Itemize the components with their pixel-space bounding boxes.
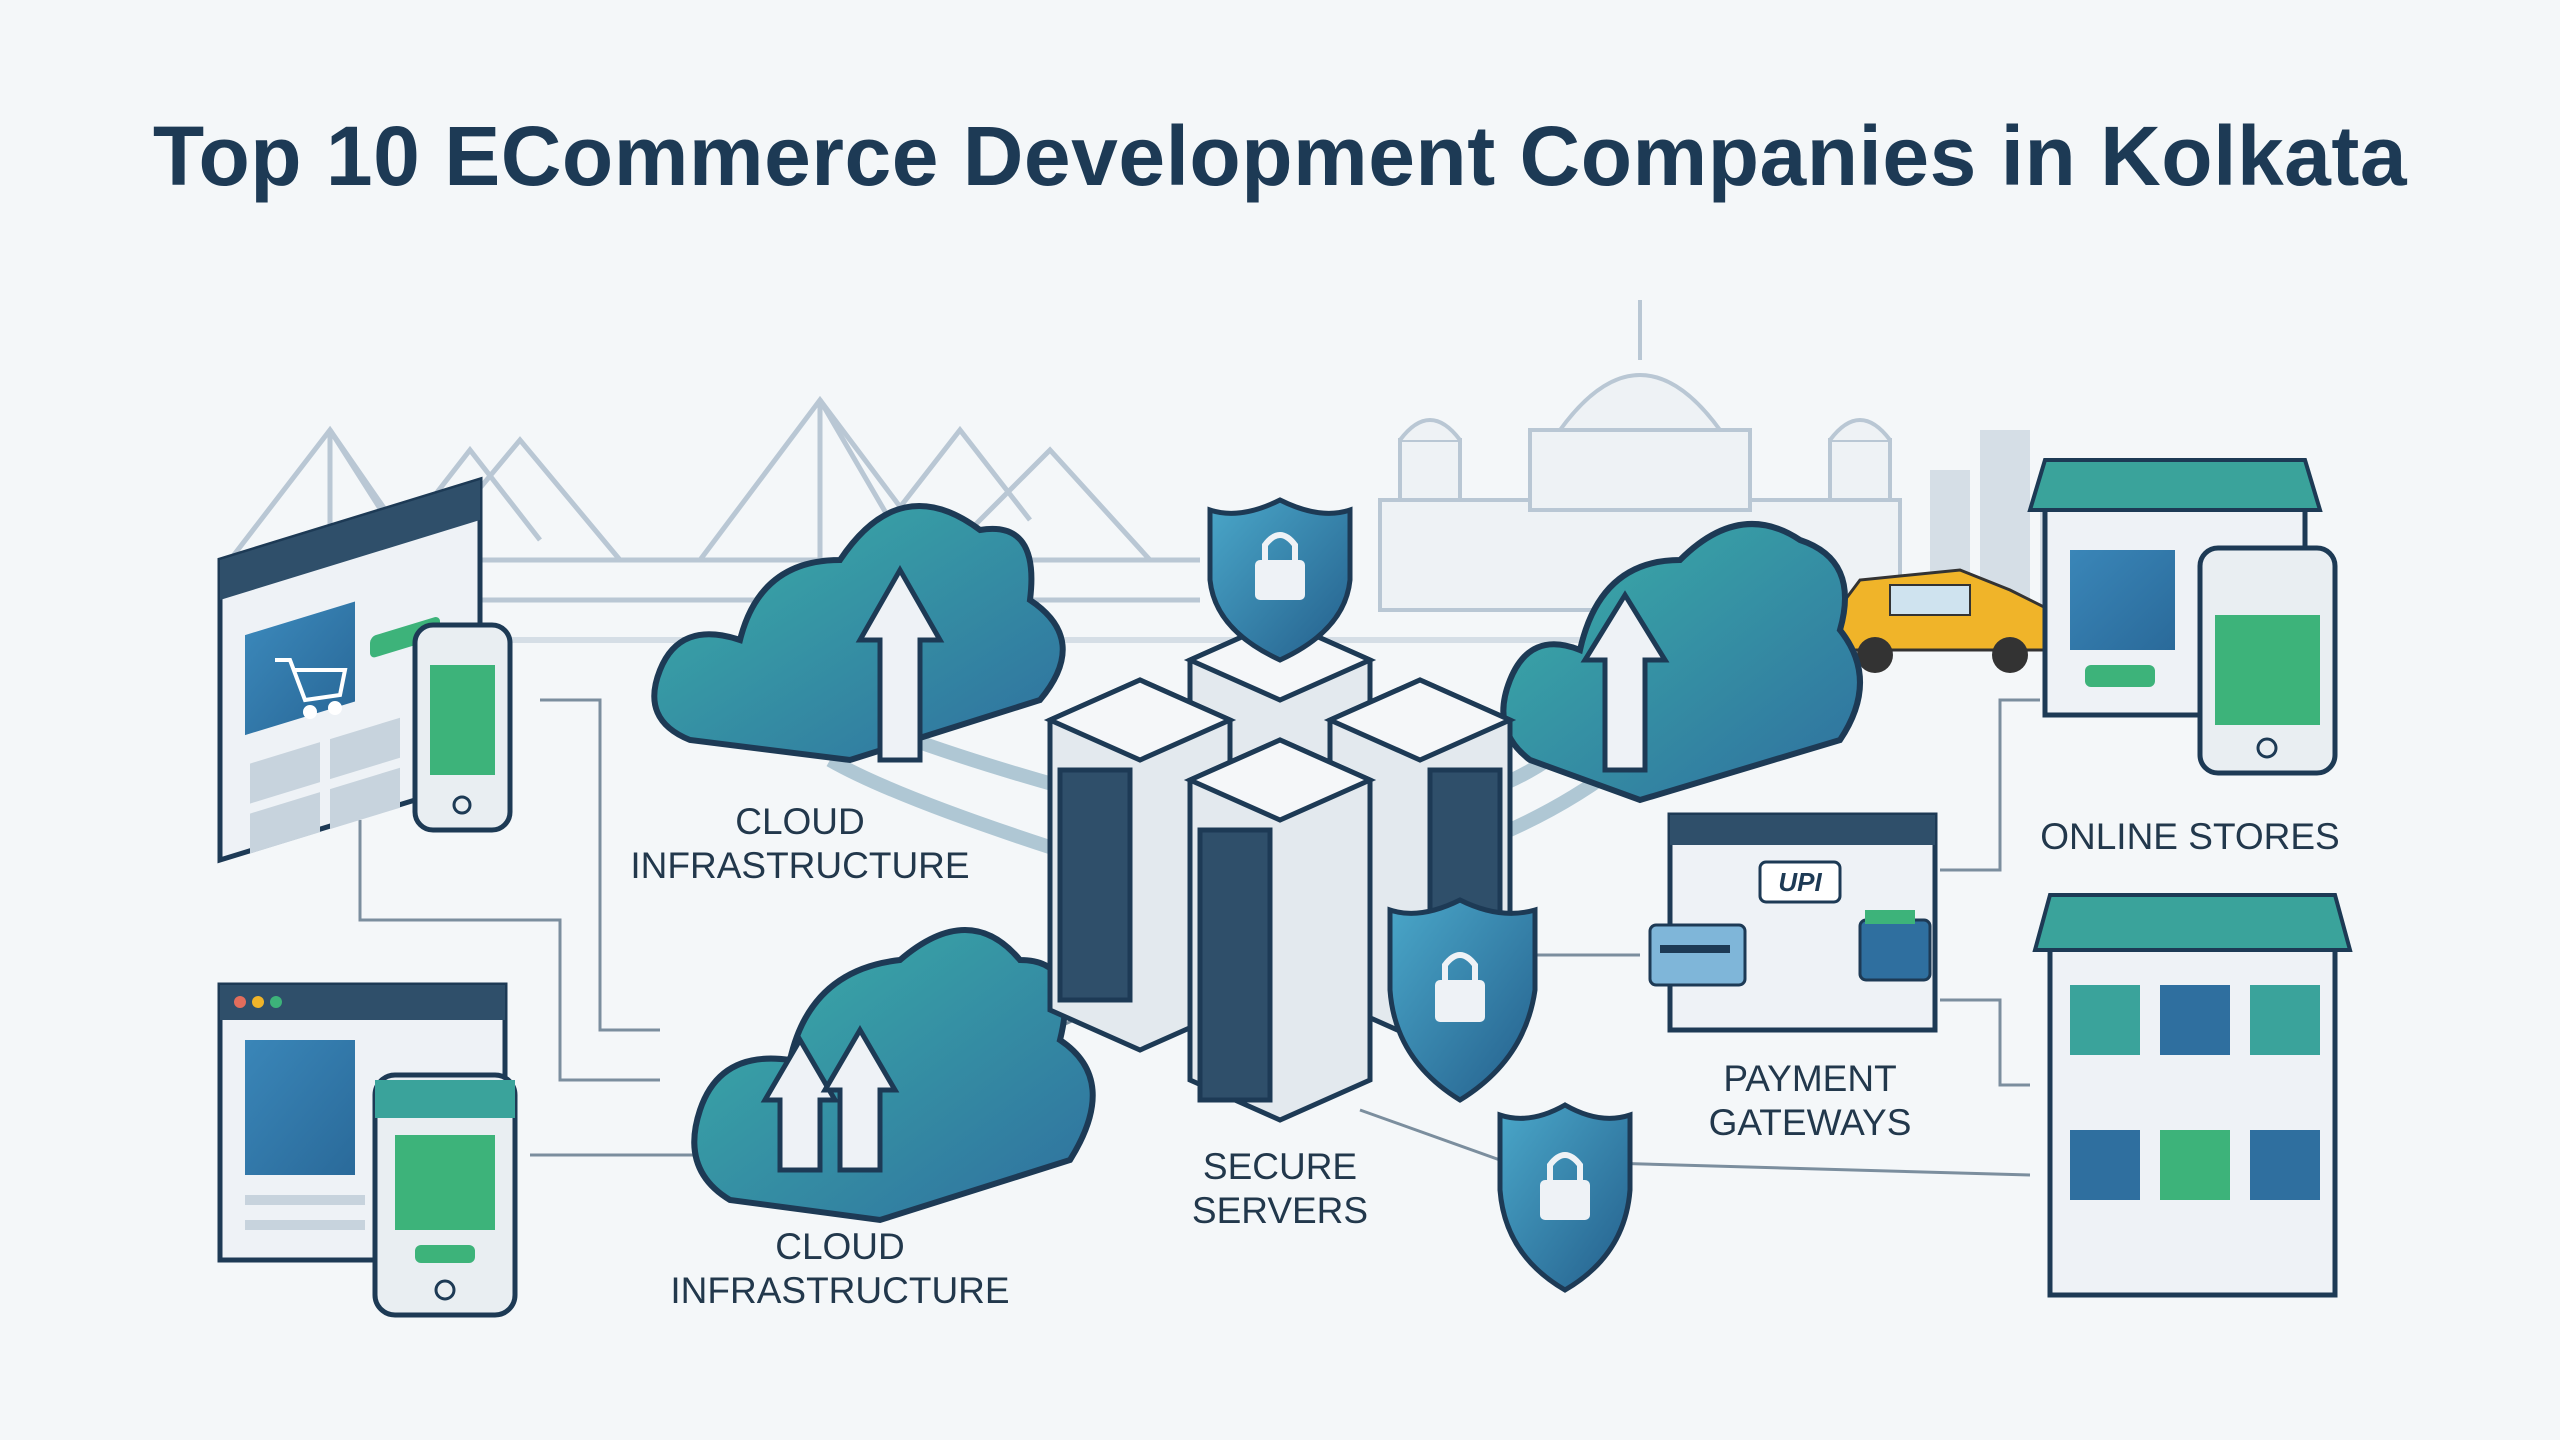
cloud-infrastructure-top <box>651 503 1066 764</box>
label-line: INFRASTRUCTURE <box>630 845 970 886</box>
label-line: SERVERS <box>1191 1190 1369 1231</box>
label-line: PAYMENT <box>1723 1058 1897 1099</box>
taxi-icon <box>1828 568 2052 673</box>
label-line: CLOUD <box>735 801 865 842</box>
lock-icon <box>1435 952 1485 1022</box>
cloud-infrastructure-right <box>1500 521 1863 804</box>
secure-servers-label: SECURE SERVERS <box>1130 1145 1430 1233</box>
lock-icon <box>1255 532 1305 600</box>
payment-gateways-label: PAYMENT GATEWAYS <box>1660 1057 1960 1145</box>
online-stores-label: ONLINE STORES <box>2030 815 2350 859</box>
label-line: CLOUD <box>775 1226 905 1267</box>
payment-gateway-window <box>1648 812 1938 1033</box>
cloud-infrastructure-bottom <box>691 927 1096 1224</box>
browser-window-top-left <box>217 476 483 864</box>
page-title: Top 10 ECommerce Development Companies i… <box>152 109 2408 203</box>
upload-arrow-icon <box>760 1025 900 1173</box>
cart-icon <box>275 658 348 719</box>
server-tower <box>1183 737 1377 1123</box>
bag-icon <box>2160 1130 2230 1200</box>
label-line: GATEWAYS <box>1708 1102 1912 1143</box>
cloud-bottom-label: CLOUD INFRASTRUCTURE <box>640 1225 1040 1313</box>
wallet-icon <box>1858 910 1932 982</box>
label-line: SECURE <box>1202 1146 1358 1187</box>
upload-arrow-icon <box>1580 590 1670 773</box>
shoe-icon <box>2250 1130 2320 1200</box>
shield-lock-middle <box>1387 897 1538 1103</box>
shorts-icon <box>2160 985 2230 1055</box>
label-line: INFRASTRUCTURE <box>670 1270 1010 1311</box>
label-line: ONLINE STORES <box>2040 816 2340 857</box>
shield-lock-bottom <box>1497 1102 1633 1293</box>
upload-arrow-icon <box>855 564 945 763</box>
shield-lock-top <box>1207 497 1353 663</box>
online-store-bottom <box>2032 893 2353 1298</box>
tshirt-icon <box>2070 985 2140 1055</box>
credit-card-icon <box>1648 923 1747 987</box>
lock-icon <box>1540 1152 1590 1220</box>
online-store-top <box>2027 458 2338 776</box>
upi-label: UPI <box>1778 867 1822 897</box>
upi-badge <box>1758 860 1842 904</box>
pants-icon <box>2070 1130 2140 1200</box>
phone-top-left <box>412 622 513 833</box>
server-tower <box>1043 677 1237 1053</box>
phone-bottom-left <box>372 1072 518 1318</box>
dress-icon <box>2250 985 2320 1055</box>
cloud-top-label: CLOUD INFRASTRUCTURE <box>600 800 1000 888</box>
